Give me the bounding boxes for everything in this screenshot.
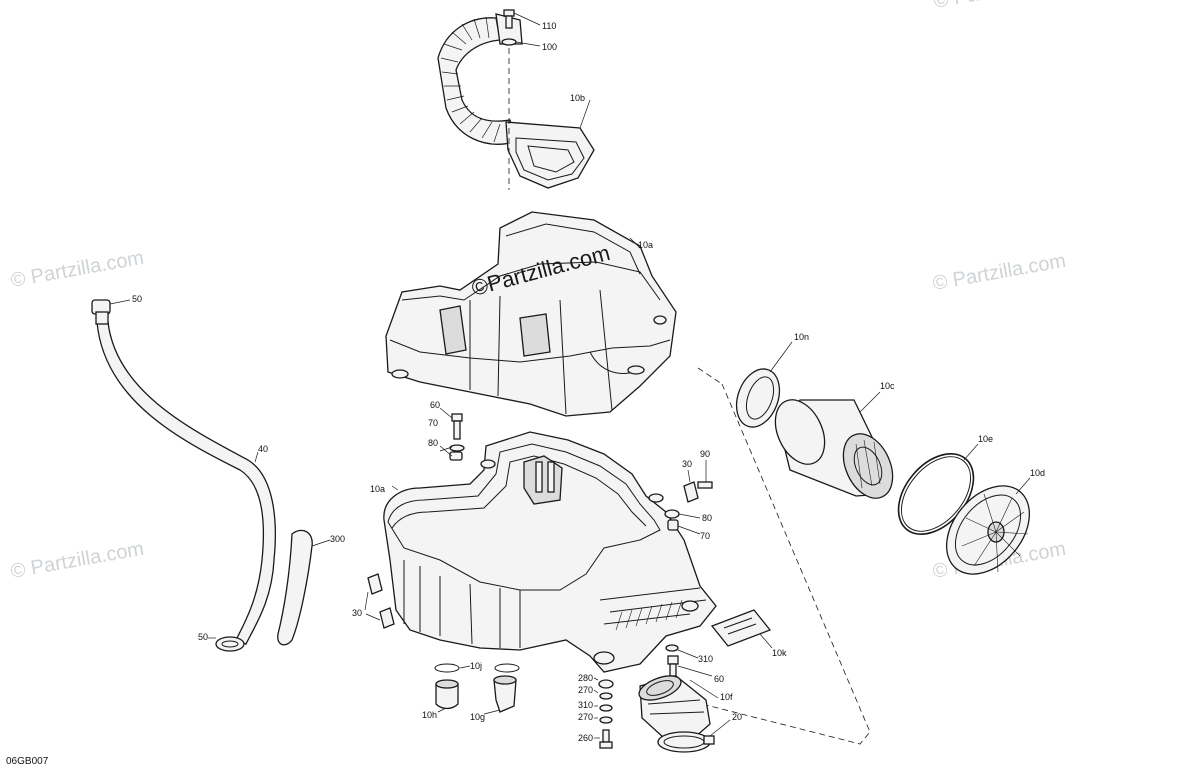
callout-70-left: 70 <box>428 418 438 428</box>
air-filter-10c <box>774 391 894 499</box>
callout-10d: 10d <box>1030 468 1045 478</box>
fasteners-right-30-90-80-70 <box>664 460 713 535</box>
filter-seal-10n <box>735 341 793 428</box>
bottom-fastener-stack <box>593 677 614 749</box>
watermark-right-upper: © Partzilla.com <box>931 250 1068 295</box>
callout-60-right: 60 <box>714 674 724 684</box>
callout-10f: 10f <box>720 692 733 702</box>
callout-30-upper: 30 <box>682 459 692 469</box>
callout-80-right: 80 <box>702 513 712 523</box>
callout-10g: 10g <box>470 712 485 722</box>
bolts-right-310-60 <box>665 644 713 677</box>
watermark-left-upper: © Partzilla.com <box>9 247 146 292</box>
label-10k <box>710 609 773 649</box>
callout-10b: 10b <box>570 93 585 103</box>
airbox-cover-10a <box>385 211 677 417</box>
callout-90: 90 <box>700 449 710 459</box>
callout-310-right: 310 <box>698 654 713 664</box>
callout-30-lower: 30 <box>352 608 362 618</box>
callout-10n: 10n <box>794 332 809 342</box>
callout-50-bottom: 50 <box>198 632 208 642</box>
fasteners-left-60-80 <box>439 407 465 461</box>
drain-hose-40 <box>91 299 276 652</box>
callout-280: 280 <box>578 673 593 683</box>
intake-snorkel-10b <box>437 13 595 189</box>
callout-50-top: 50 <box>132 294 142 304</box>
clips-30-left <box>364 573 395 629</box>
callout-270-a: 270 <box>578 685 593 695</box>
callout-10k: 10k <box>772 648 787 658</box>
callout-labels: 110 100 10b 10a 50 40 300 50 60 70 80 10… <box>132 21 1045 743</box>
diagram-code: 06GB007 <box>6 756 49 767</box>
intake-boot-10f <box>638 675 731 753</box>
callout-10j: 10j <box>470 661 482 671</box>
callout-260: 260 <box>578 733 593 743</box>
screw-110-washer-100 <box>501 9 541 190</box>
callout-40: 40 <box>258 444 268 454</box>
callout-20: 20 <box>732 712 742 722</box>
watermark-right-top: © Partzilla.com <box>932 0 1069 13</box>
callout-70-right: 70 <box>700 531 710 541</box>
callout-60-left: 60 <box>430 400 440 410</box>
drain-caps-10h-10g-10j <box>434 663 520 715</box>
callout-100: 100 <box>542 42 557 52</box>
filter-assembly-outline <box>697 367 871 745</box>
callout-310-left: 310 <box>578 700 593 710</box>
filter-cover-10d <box>945 477 1031 575</box>
callout-80-left: 80 <box>428 438 438 448</box>
callout-300: 300 <box>330 534 345 544</box>
callout-110: 110 <box>542 21 556 31</box>
callout-10e: 10e <box>978 434 993 444</box>
callout-270-b: 270 <box>578 712 593 722</box>
callout-10a-lower: 10a <box>370 484 385 494</box>
callout-10a-top: 10a <box>638 240 653 250</box>
callout-10h: 10h <box>422 710 437 720</box>
sleeve-300 <box>277 529 331 646</box>
callout-10c: 10c <box>880 381 895 391</box>
airbox-base-10a <box>383 431 717 673</box>
watermark-left-lower: © Partzilla.com <box>9 538 146 583</box>
